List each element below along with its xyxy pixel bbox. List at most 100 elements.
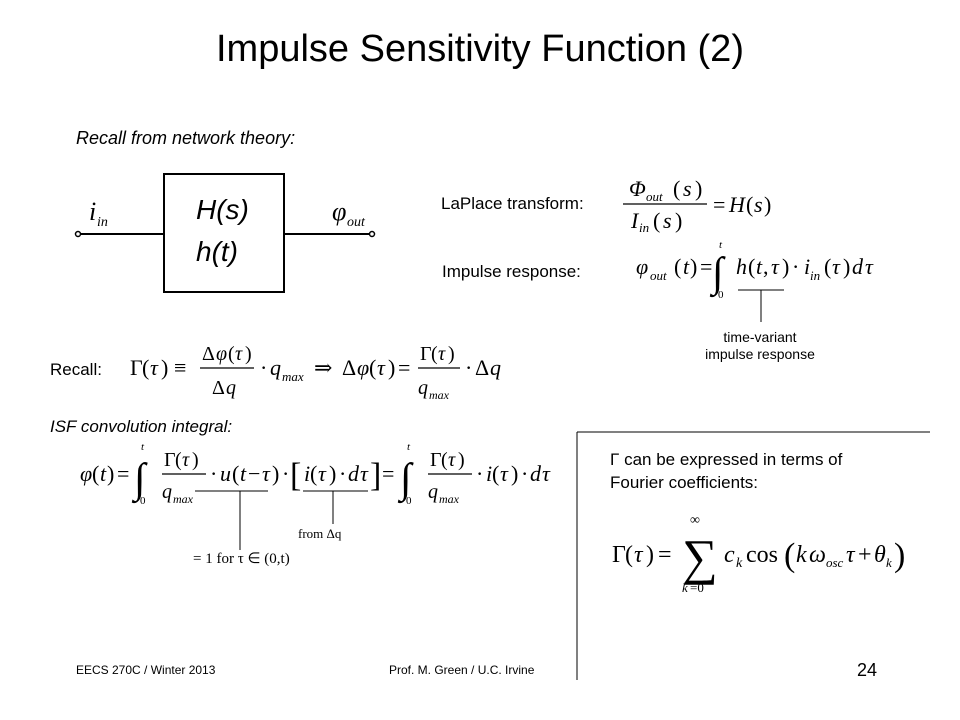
svg-text:(: ( [673,176,680,201]
svg-text:[: [ [290,457,301,494]
svg-text:i: i [804,254,810,279]
one-for-note: = 1 for τ ∈ (0,t) [193,551,290,567]
svg-text:d: d [852,254,864,279]
svg-text:τ: τ [438,343,446,365]
svg-text:q: q [226,377,236,399]
footer-left: EECS 270C / Winter 2013 [76,663,216,677]
svg-text:=: = [713,192,725,217]
svg-text:i: i [89,197,96,226]
svg-text:): ) [161,355,168,380]
svg-text:): ) [388,355,395,380]
svg-text:φ: φ [332,197,346,226]
svg-text:0: 0 [140,495,146,507]
svg-text:∞: ∞ [690,513,700,528]
svg-text:t: t [683,254,690,279]
svg-text:τ: τ [377,355,386,380]
svg-text:): ) [690,254,697,279]
svg-text:): ) [782,254,789,279]
svg-text:u: u [220,461,231,486]
svg-text:I: I [630,208,640,233]
svg-text:(: ( [142,355,149,380]
svg-text:cos: cos [746,542,778,568]
svg-text:s: s [754,192,763,217]
svg-text:(: ( [228,343,235,365]
svg-text:out: out [650,268,667,283]
svg-text:·: · [476,461,483,486]
svg-text:c: c [724,542,735,568]
svg-text:max: max [173,492,194,506]
svg-text:t: t [756,254,763,279]
svg-text:): ) [764,192,771,217]
svg-text:Δ: Δ [202,343,215,365]
svg-text:τ: τ [262,461,271,486]
svg-text:): ) [511,461,518,486]
svg-text:τ: τ [235,343,243,365]
block-label-ht: h(t) [196,236,238,267]
svg-text:q: q [428,481,438,503]
svg-text:∫: ∫ [397,456,414,504]
svg-text:τ: τ [832,254,841,279]
svg-text:d: d [530,461,542,486]
svg-text:]: ] [370,457,381,494]
svg-text:∫: ∫ [709,250,726,298]
page-number: 24 [857,660,878,680]
svg-text:Γ: Γ [420,343,432,365]
svg-text:): ) [272,461,279,486]
svg-text:ω: ω [809,542,826,568]
svg-text:Δ: Δ [342,355,356,380]
svg-text:·: · [792,254,799,279]
svg-text:out: out [646,189,663,204]
svg-text:): ) [675,208,682,233]
svg-text:(: ( [625,542,633,568]
svg-text:max: max [282,369,304,384]
time-variant-note-2: impulse response [705,346,815,362]
svg-text:+: + [858,542,872,568]
gamma-note-1: Γ can be expressed in terms of [610,450,843,469]
svg-text:): ) [646,542,654,568]
laplace-label: LaPlace transform: [441,194,584,213]
svg-text:t: t [100,461,107,486]
svg-text:0: 0 [406,495,412,507]
svg-text:(: ( [175,449,182,471]
svg-text:t: t [719,239,723,251]
impulse-label: Impulse response: [442,262,581,281]
svg-text:): ) [107,461,114,486]
svg-text:·: · [465,355,472,380]
svg-text:Γ: Γ [612,542,626,568]
svg-text:⇒: ⇒ [314,355,332,380]
svg-text:(: ( [746,192,753,217]
svg-text:k: k [682,580,688,595]
svg-text:=0: =0 [690,580,704,595]
svg-text:(: ( [824,254,831,279]
svg-text:τ: τ [318,461,327,486]
svg-text:(: ( [653,208,660,233]
gamma-note-2: Fourier coefficients: [610,473,759,492]
svg-text:(: ( [369,355,376,380]
svg-text:in: in [639,220,649,235]
isf-equation: φ ( t ) = t ∫ 0 Γ ( τ ) q max · u ( t − … [80,441,551,507]
svg-text:τ: τ [360,461,369,486]
svg-text:h: h [736,254,747,279]
svg-text:=: = [700,254,712,279]
svg-text:(: ( [784,537,795,574]
svg-text:φ: φ [357,355,369,380]
svg-text:·: · [282,461,289,486]
svg-text:(: ( [232,461,239,486]
svg-text:(: ( [674,254,681,279]
slide-title: Impulse Sensitivity Function (2) [216,28,744,70]
transfer-block [163,173,285,293]
impulse-equation: φ out ( t ) = t ∫ 0 h ( t , τ ) · i in (… [636,239,874,301]
svg-text:(: ( [492,461,499,486]
svg-text:in: in [810,268,820,283]
svg-text:max: max [439,492,460,506]
svg-text:τ: τ [500,461,509,486]
from-dq-note: from Δq [298,526,342,541]
time-variant-note-1: time-variant [723,329,797,345]
svg-text:): ) [448,343,455,365]
svg-text:τ: τ [150,355,159,380]
svg-text:·: · [210,461,217,486]
svg-text:H: H [728,192,746,217]
svg-text:s: s [663,208,672,233]
svg-text:0: 0 [718,289,724,301]
